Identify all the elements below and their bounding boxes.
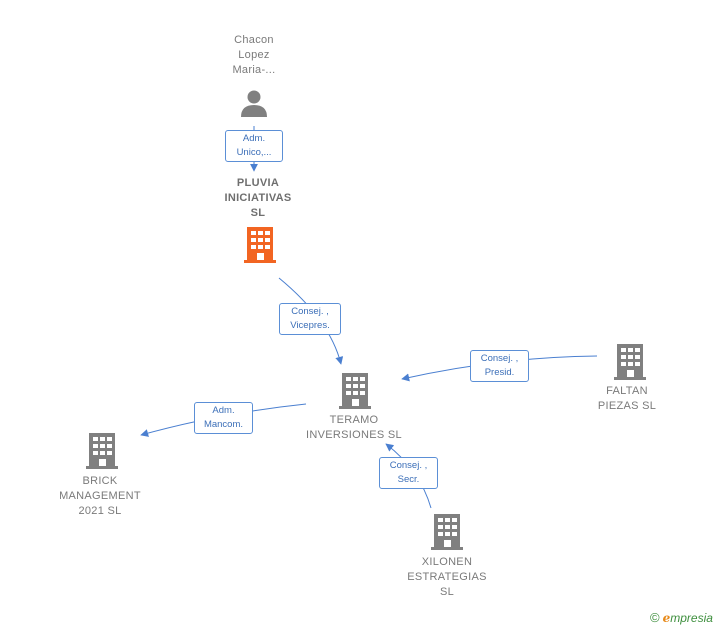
node-label-line: INVERSIONES SL [306,429,402,441]
building-icon[interactable] [339,373,371,409]
node-label-faltan[interactable]: FALTAN PIEZAS SL [582,384,672,414]
edge-label-line: Mancom. [203,419,244,430]
edge-label-line: Consej. , [480,353,519,364]
node-label-line: FALTAN [606,385,648,397]
node-label-line: INICIATIVAS [224,192,292,204]
edge-label-line: Vicepres. [290,320,330,331]
edge-label-line: Secr. [397,474,420,485]
node-label-line: TERAMO [329,414,379,426]
node-label-line: 2021 SL [78,505,122,517]
edge-label-line: Consej. , [291,306,329,317]
edge-label-person-pluvia[interactable]: Adm. Unico,... [225,130,283,162]
edge-label-faltan-teramo[interactable]: Consej. , Presid. [470,350,529,382]
building-icon[interactable] [431,514,463,550]
edge-label-line: Adm. [242,133,266,144]
node-label-line: BRICK [82,475,118,487]
edge-label-xilonen-teramo[interactable]: Consej. , Secr. [379,457,438,489]
node-label-pluvia[interactable]: PLUVIA INICIATIVAS SL [198,176,318,221]
node-label-line: ESTRATEGIAS [407,571,487,583]
node-label-line: MANAGEMENT [59,490,141,502]
node-label-line: Maria-... [232,64,276,76]
building-icon[interactable] [244,227,276,263]
node-label-person[interactable]: Chacon Lopez Maria-... [204,33,304,78]
person-icon[interactable] [239,88,269,118]
brand-logo[interactable]: ©empresia [650,610,713,625]
node-label-line: SL [250,207,266,219]
node-label-brick[interactable]: BRICK MANAGEMENT 2021 SL [45,474,155,519]
node-label-line: XILONEN [421,556,473,568]
building-icon[interactable] [86,433,118,469]
edge-label-line: Consej. , [389,460,428,471]
building-icon[interactable] [614,344,646,380]
node-label-xilonen[interactable]: XILONEN ESTRATEGIAS SL [392,555,502,600]
edge-label-pluvia-teramo[interactable]: Consej. , Vicepres. [279,303,341,335]
edge-label-line: Unico,... [236,147,272,158]
edge-label-teramo-brick[interactable]: Adm. Mancom. [194,402,253,434]
node-label-line: Lopez [238,49,270,61]
node-label-line: PIEZAS SL [597,400,657,412]
brand-name: mpresia [670,611,713,625]
node-label-line: PLUVIA [236,177,280,189]
node-label-line: SL [439,586,455,598]
copyright-symbol: © [650,610,660,625]
edge-label-line: Adm. [212,405,235,416]
node-label-line: Chacon [234,34,274,46]
brand-initial: e [662,611,671,625]
node-label-teramo[interactable]: TERAMO INVERSIONES SL [290,413,418,443]
edge-label-line: Presid. [484,367,515,378]
